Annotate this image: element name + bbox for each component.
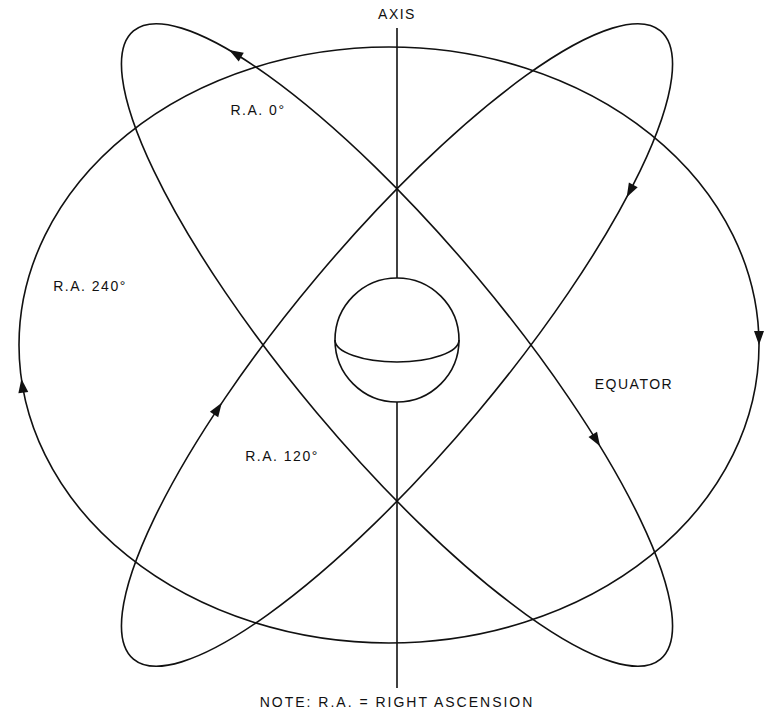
- orbit-arrowhead: [18, 379, 28, 394]
- equatorial-orbit: [19, 47, 759, 643]
- orbit-label: R.A. 0°: [228, 102, 287, 118]
- inclined-orbit: [53, 0, 741, 714]
- orbit-arrowhead: [229, 50, 244, 61]
- orbit-arrowhead: [210, 403, 222, 417]
- orbit-arrowhead: [754, 331, 764, 345]
- earth-globe: [335, 278, 459, 402]
- orbit-arrowhead: [588, 432, 600, 447]
- inclined-orbit: [53, 0, 741, 714]
- earth-equator: [335, 340, 459, 362]
- note-text: NOTE: R.A. = RIGHT ASCENSION: [258, 694, 537, 710]
- equator-label: EQUATOR: [593, 376, 675, 392]
- axis-label: AXIS: [376, 6, 418, 22]
- axis-line: [396, 28, 398, 278]
- axis-line: [396, 402, 398, 688]
- arrowheads: [18, 50, 764, 446]
- orbit-label: R.A. 240°: [51, 278, 129, 294]
- orbit-arrowhead: [627, 183, 638, 198]
- orbit-label: R.A. 120°: [243, 448, 321, 464]
